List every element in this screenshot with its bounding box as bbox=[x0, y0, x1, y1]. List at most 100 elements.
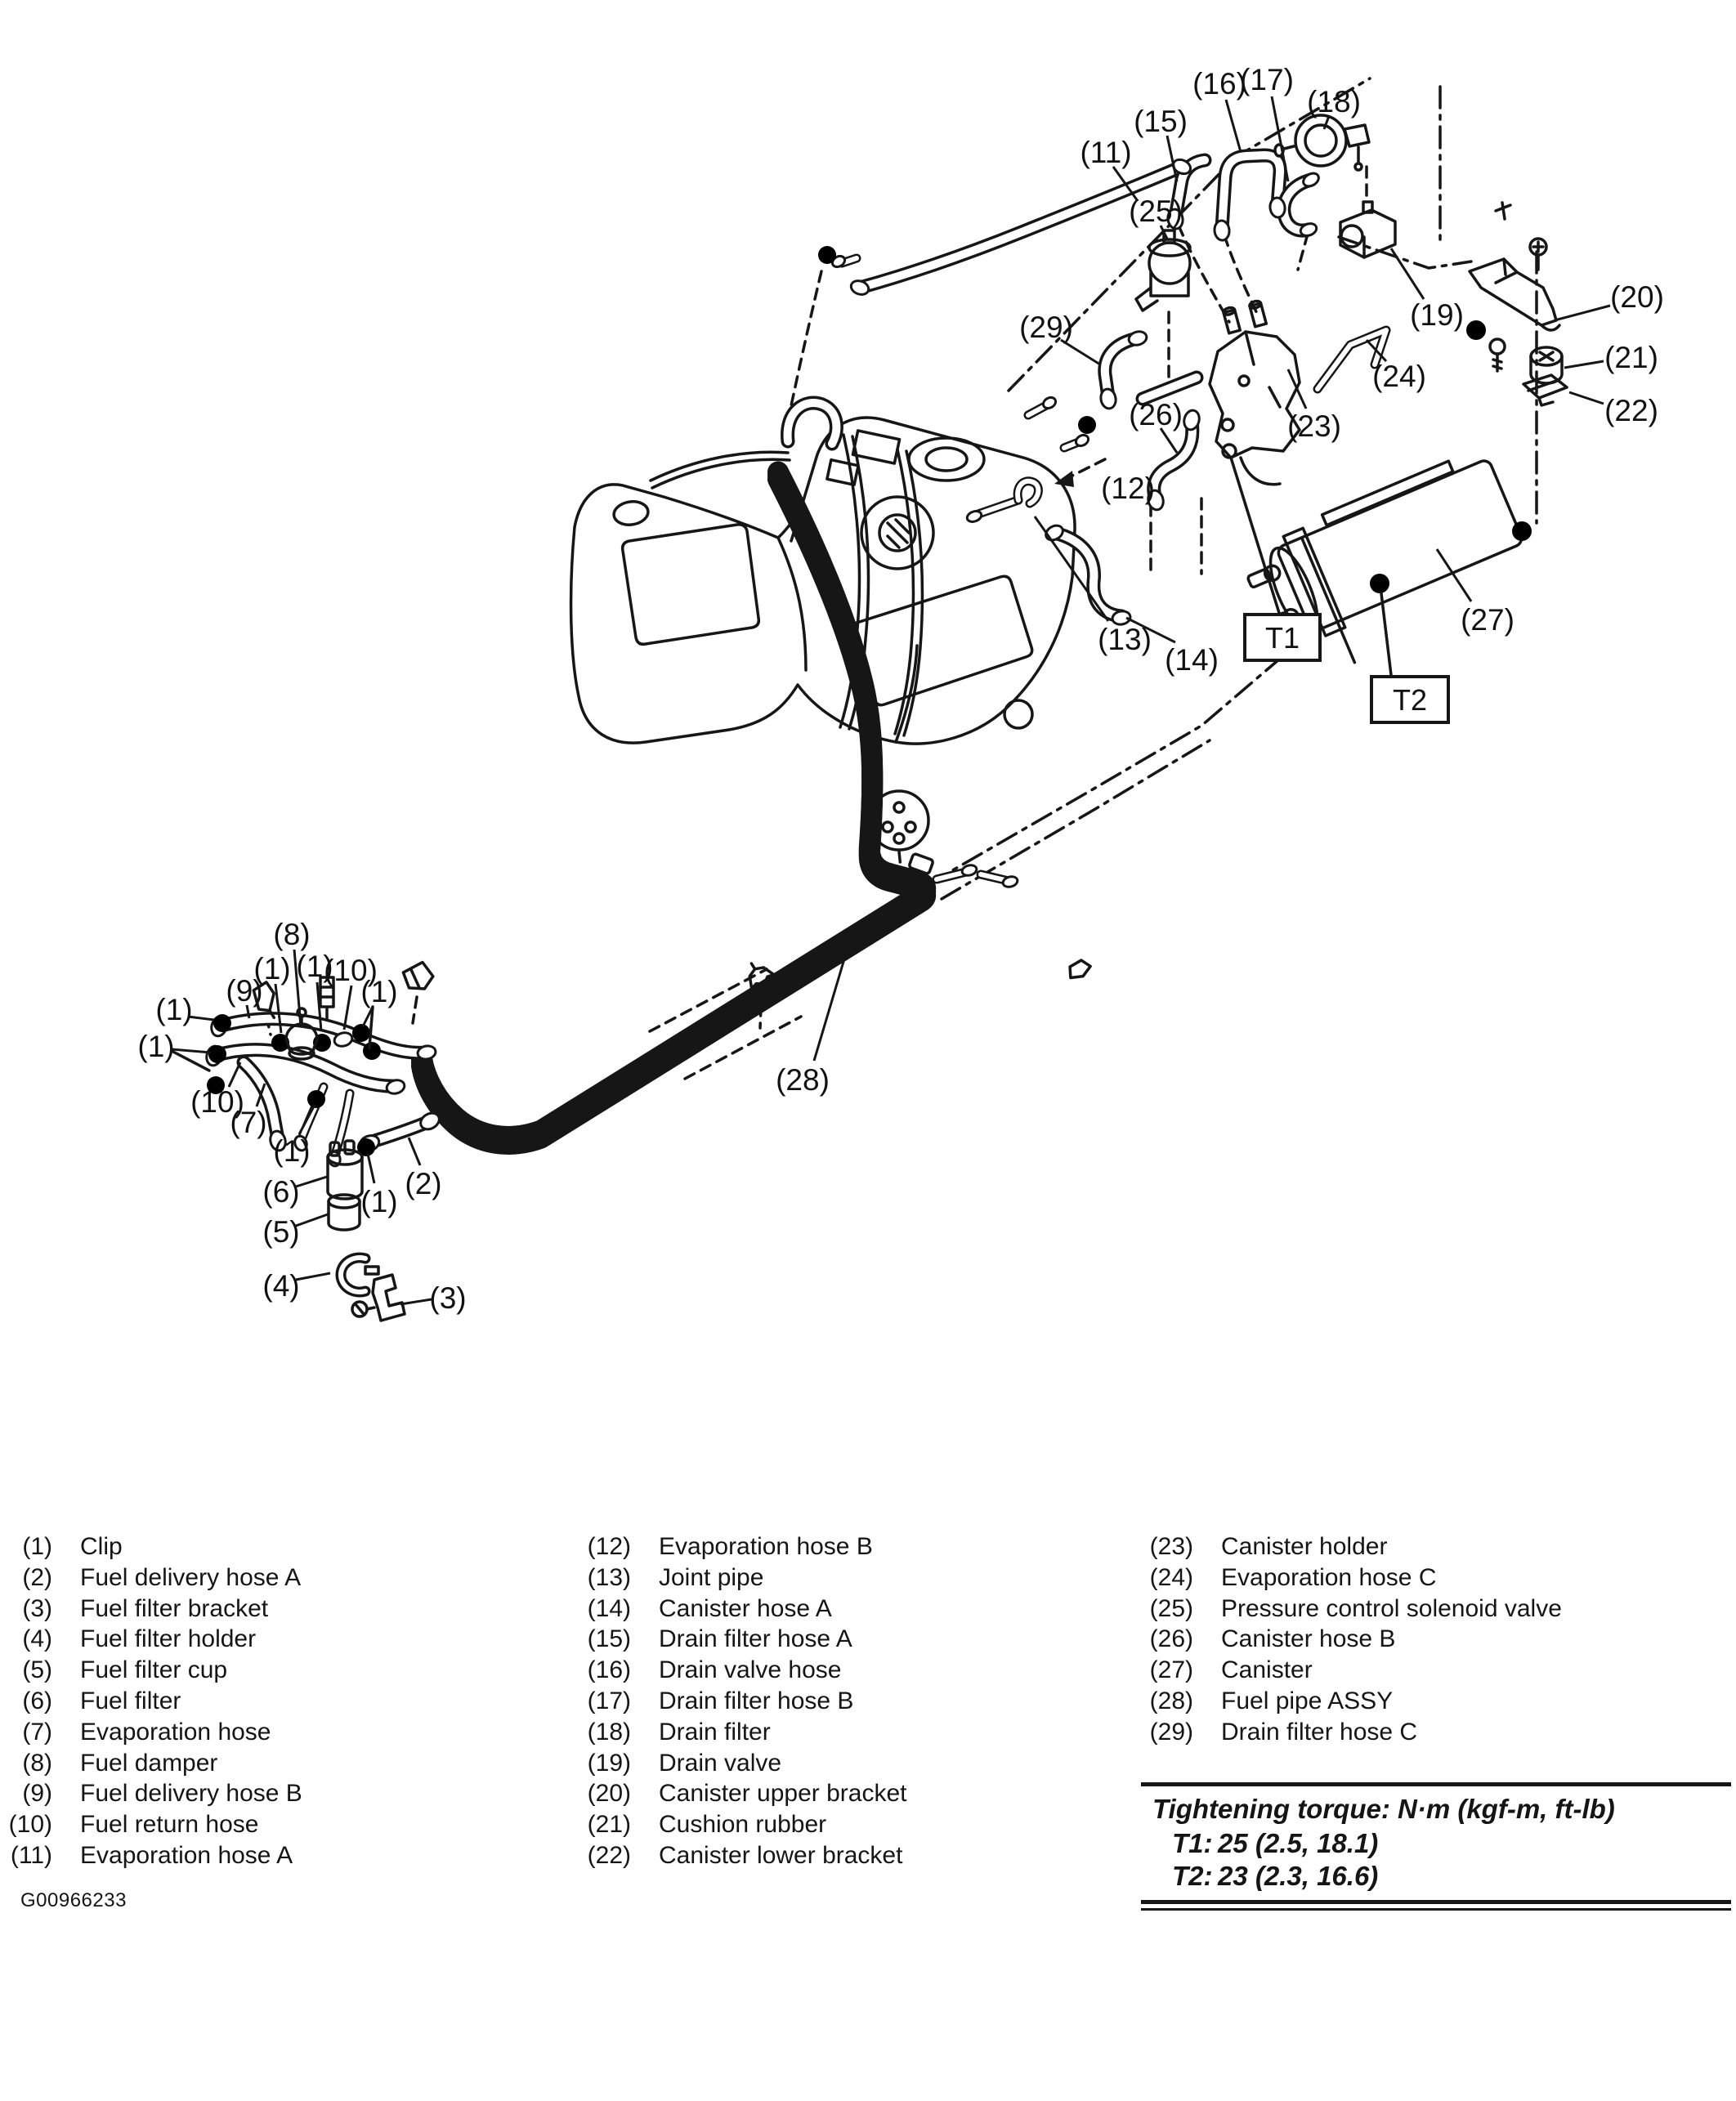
legend-item-label: Canister upper bracket bbox=[659, 1780, 907, 1808]
legend-item-number: (5) bbox=[22, 1656, 52, 1684]
legend-item-label: Fuel delivery hose B bbox=[80, 1780, 302, 1808]
torque-table-title: Tightening torque: N·m (kgf-m, ft-lb) bbox=[1152, 1794, 1615, 1824]
drain-valve-hose bbox=[1218, 151, 1285, 233]
legend-item-number: (2) bbox=[22, 1563, 52, 1591]
arrow-line bbox=[1067, 458, 1107, 479]
evaporation-hose-c bbox=[1315, 328, 1389, 391]
callout-leader bbox=[1286, 369, 1308, 409]
legend-item-label: Fuel filter holder bbox=[80, 1625, 257, 1653]
drain-valve bbox=[1339, 200, 1397, 259]
callout-leader bbox=[171, 1048, 212, 1054]
torque-row: T2:23 (2.3, 16.6) bbox=[1141, 1862, 1731, 1890]
callout-leader bbox=[1365, 338, 1388, 363]
legend-item-label: Canister hose B bbox=[1221, 1625, 1396, 1653]
callout-(6): (6) bbox=[262, 1175, 299, 1209]
legend-item-label: Canister lower bracket bbox=[659, 1841, 903, 1869]
callout-leader bbox=[315, 981, 323, 1032]
legend-item-number: (17) bbox=[587, 1687, 631, 1714]
legend-item-number: (26) bbox=[1149, 1625, 1193, 1653]
callout-(10): (10) bbox=[324, 954, 378, 987]
legend-item-number: (8) bbox=[22, 1749, 52, 1777]
torque-box-T1 bbox=[1243, 613, 1322, 662]
legend-item: (19)Drain valve bbox=[572, 1748, 907, 1779]
table-rule-thin bbox=[1141, 1908, 1731, 1911]
legend-item-number: (20) bbox=[587, 1780, 631, 1808]
callout-leader bbox=[342, 985, 353, 1030]
torque-table: Tightening torque: N·m (kgf-m, ft-lb) T1… bbox=[1141, 1782, 1731, 1911]
callout-leader bbox=[1389, 248, 1425, 300]
bolt bbox=[1488, 338, 1506, 373]
legend-item: (27)Canister bbox=[1134, 1655, 1562, 1686]
legend-item-label: Joint pipe bbox=[659, 1563, 764, 1591]
callout-leader bbox=[295, 1272, 331, 1281]
legend-item: (29) Drain filter hose C bbox=[1134, 1717, 1562, 1748]
callout-(18): (18) bbox=[1307, 85, 1361, 118]
nut bbox=[1370, 574, 1389, 593]
torque-row-value: 23 (2.3, 16.6) bbox=[1218, 1861, 1379, 1891]
legend-item: (26) Canister hose B bbox=[1134, 1624, 1562, 1655]
legend-item-label: Canister holder bbox=[1221, 1533, 1388, 1560]
legend-item-label: Fuel return hose bbox=[80, 1811, 259, 1839]
legend-item: (2) Fuel delivery hose A bbox=[0, 1562, 302, 1594]
torque-box-T2 bbox=[1370, 675, 1450, 724]
legend-item-number: (24) bbox=[1149, 1563, 1193, 1591]
clip bbox=[818, 241, 836, 264]
callout-(1): (1) bbox=[273, 1134, 310, 1168]
callout-(5): (5) bbox=[262, 1215, 299, 1249]
callout-(2): (2) bbox=[405, 1167, 441, 1200]
callout-(21): (21) bbox=[1604, 341, 1658, 374]
pipe-clip bbox=[748, 962, 776, 990]
table-rule-thick bbox=[1141, 1900, 1731, 1904]
legend-item-label: Fuel delivery hose A bbox=[80, 1563, 302, 1591]
legend-item: (14)Canister hose A bbox=[572, 1594, 907, 1625]
evaporation-hose bbox=[239, 1058, 282, 1143]
legend-item-label: Evaporation hose A bbox=[80, 1841, 293, 1869]
legend-item-number: (14) bbox=[587, 1594, 631, 1622]
legend-item-number: (28) bbox=[1149, 1687, 1193, 1714]
fuel-filter-bracket bbox=[351, 1273, 406, 1322]
legend-item-number: (29) bbox=[1149, 1718, 1193, 1746]
callout-(26): (26) bbox=[1129, 398, 1183, 431]
legend-item: (5)Fuel filter cup bbox=[0, 1655, 302, 1686]
callout-leader bbox=[1554, 304, 1611, 322]
callout-leader bbox=[293, 949, 302, 1027]
callout-(1): (1) bbox=[137, 1030, 174, 1063]
legend-item: (18)Drain filter bbox=[572, 1717, 907, 1748]
callout-leader bbox=[1568, 391, 1604, 405]
callout-(8): (8) bbox=[273, 918, 310, 951]
callout-(15): (15) bbox=[1134, 105, 1188, 138]
callout-leader bbox=[295, 1213, 329, 1227]
legend-item: (17)Drain filter hose B bbox=[572, 1686, 907, 1717]
legend-item-number: (1) bbox=[22, 1533, 52, 1560]
joint-pipe bbox=[973, 498, 1021, 517]
callout-leader bbox=[1435, 548, 1473, 602]
callout-(28): (28) bbox=[776, 1063, 830, 1097]
legend-item-number: (13) bbox=[587, 1563, 631, 1591]
holder-tube-stub bbox=[1139, 373, 1201, 403]
legend-item-label: Drain filter hose C bbox=[1221, 1718, 1418, 1746]
t1-screw bbox=[1221, 443, 1237, 459]
callout-(12): (12) bbox=[1101, 472, 1155, 505]
fuel-damper bbox=[284, 1007, 319, 1061]
legend-item-label: Evaporation hose C bbox=[1221, 1563, 1437, 1591]
callout-(1): (1) bbox=[360, 975, 397, 1008]
callout-(22): (22) bbox=[1604, 394, 1658, 427]
callout-(3): (3) bbox=[429, 1281, 466, 1315]
canister-hose-a bbox=[1050, 529, 1125, 620]
callout-leader bbox=[1112, 166, 1139, 202]
legend-item-number: (18) bbox=[587, 1718, 631, 1746]
legend-item-number: (15) bbox=[587, 1625, 631, 1653]
legend-item-label: Evaporation hose bbox=[80, 1718, 271, 1746]
pressure-control-solenoid-valve bbox=[1134, 229, 1192, 312]
callout-(9): (9) bbox=[226, 974, 262, 1008]
legend-item: (8)Fuel damper bbox=[0, 1748, 302, 1779]
legend-item-label: Drain filter hose A bbox=[659, 1625, 852, 1653]
canister-hose-a bbox=[1047, 525, 1129, 624]
legend-item-label: Fuel filter bbox=[80, 1687, 181, 1714]
figure-code: G00966233 bbox=[20, 1889, 127, 1911]
callout-leader bbox=[407, 1137, 422, 1166]
legend-item-number: (4) bbox=[22, 1625, 52, 1653]
legend-item-label: Drain valve bbox=[659, 1749, 782, 1777]
